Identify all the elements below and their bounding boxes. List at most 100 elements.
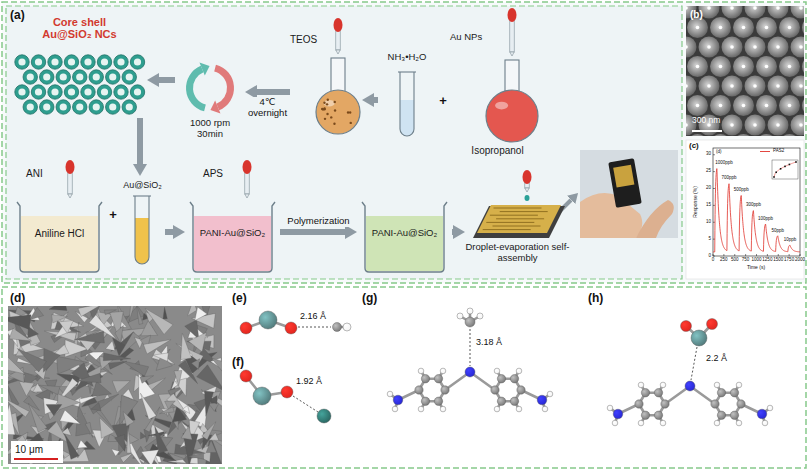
axis-tick-label: 2000: [795, 258, 805, 263]
crystal-flake: [155, 426, 168, 453]
reagent-label: Au NPs: [450, 32, 496, 43]
silica-sphere: [687, 56, 708, 77]
atom: [612, 420, 618, 426]
atom: [542, 406, 548, 412]
core-shell-particle: [31, 85, 45, 99]
core-shell-particle: [56, 70, 70, 84]
atom: [547, 391, 553, 397]
silica-sphere: [768, 76, 789, 97]
response-chart: [713, 148, 800, 256]
gold-core: [686, 45, 688, 49]
atom: [240, 370, 252, 382]
core-shell-particle: [114, 85, 128, 99]
silica-sphere: [768, 37, 789, 58]
crystal-flake: [195, 307, 207, 321]
flask-neck: [505, 60, 519, 94]
gold-core: [753, 123, 757, 127]
particle-core: [126, 73, 133, 80]
dropper-tube: [336, 29, 340, 50]
tube-liquid: [135, 218, 149, 264]
silica-sphere: [791, 115, 805, 136]
silica-sphere: [791, 37, 805, 58]
distance-line: [470, 329, 471, 366]
core-shell-particle: [81, 55, 95, 69]
text-label: (c): [689, 142, 699, 151]
gold-electrode: [477, 205, 561, 233]
crystal-flake: [209, 403, 220, 412]
axis-tick-label: 500: [731, 258, 739, 263]
crystal-flake: [120, 453, 133, 463]
silica-sphere: [686, 76, 697, 97]
dropper-tube: [68, 171, 72, 194]
node-shape: [185, 160, 280, 275]
particle-core: [60, 73, 67, 80]
gold-core: [730, 45, 734, 49]
particle-core: [84, 88, 91, 95]
atom: [259, 311, 277, 329]
crystal-flake: [115, 325, 123, 342]
node-label: TEOS: [290, 34, 324, 45]
sem-image: [686, 6, 804, 136]
gold-flask: Au NPsIsopropanol: [450, 8, 545, 160]
node-shape: [357, 160, 452, 275]
text-label: (h): [588, 292, 603, 305]
crystal-flake: [60, 410, 81, 424]
atom: [317, 409, 331, 423]
rotation-head: [199, 63, 209, 76]
gold-core: [719, 65, 723, 69]
atom: [730, 411, 738, 419]
atom: [714, 420, 720, 426]
plot-frame: [713, 148, 800, 256]
text-label: (d): [716, 150, 722, 155]
sensor-electrode: [613, 165, 634, 188]
crystal-flake: [85, 422, 92, 437]
reaction-beaker: APSPANI-Au@SiO₂: [185, 160, 280, 275]
atom: [516, 368, 522, 374]
silica-sphere: [745, 76, 766, 97]
beaker-liquid: [21, 216, 98, 271]
atom: [467, 308, 473, 314]
particle-core: [93, 103, 100, 110]
crystal-flake: [206, 440, 216, 453]
crystal-flake: [119, 395, 138, 425]
silica-sphere: [699, 37, 720, 58]
crystal-flake: [49, 306, 67, 310]
tick: [713, 154, 715, 155]
substrate: [473, 206, 565, 238]
interdigit: [496, 218, 544, 219]
step-condition: Polymerization: [287, 216, 349, 227]
node-label: Au@SiO₂: [120, 180, 165, 190]
atom: [516, 406, 522, 412]
axis-tick-label: 5: [708, 237, 711, 242]
atom: [717, 411, 725, 419]
particle-core: [18, 58, 25, 65]
dropper-tip: [68, 194, 72, 198]
axis-tick-label: 10: [706, 220, 711, 225]
atom: [497, 397, 505, 405]
dropper-bulb: [523, 170, 532, 184]
crystal-flake: [175, 378, 186, 396]
dropper-tip: [510, 52, 514, 56]
atom: [393, 395, 403, 405]
precipitate: [326, 113, 328, 115]
dropper-bulb: [66, 160, 75, 174]
inset-point: [795, 161, 797, 163]
atom: [638, 420, 644, 426]
atom: [387, 391, 393, 397]
particle-core: [76, 103, 83, 110]
tick: [800, 254, 801, 256]
tick: [723, 254, 724, 256]
particle-core: [101, 58, 108, 65]
text-label: (a): [10, 9, 25, 22]
particle-core: [60, 103, 67, 110]
silica-sphere: [745, 115, 766, 136]
atom: [465, 367, 475, 377]
dropper: [334, 18, 343, 54]
silica-sphere: [779, 56, 800, 77]
gold-core: [742, 65, 746, 69]
dropper-tube: [245, 171, 249, 194]
tube-outline: [135, 196, 149, 264]
atom: [654, 389, 662, 397]
silica-sphere: [710, 95, 731, 116]
text-label: +: [109, 208, 117, 222]
